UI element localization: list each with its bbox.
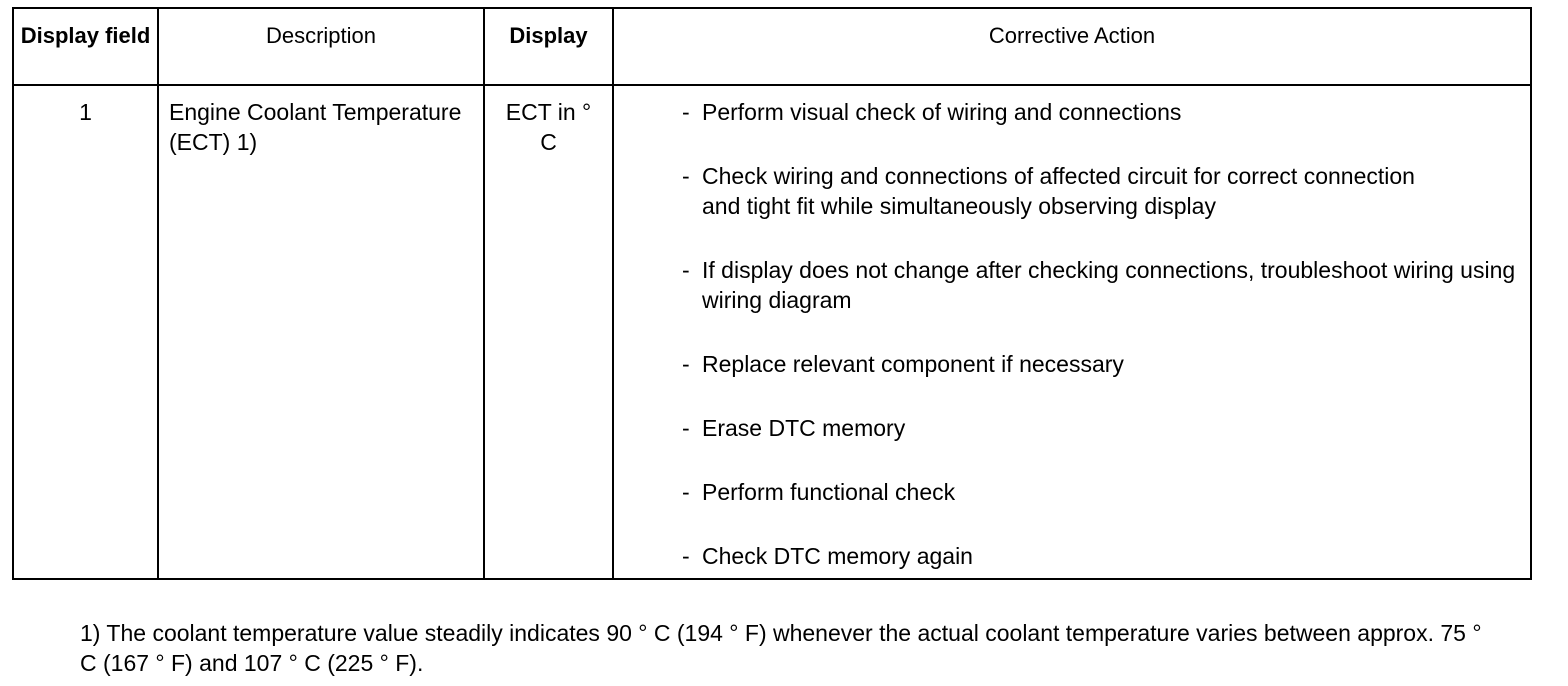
diagnostic-table: Display field Description Display Correc… xyxy=(12,7,1532,580)
action-text: Erase DTC memory xyxy=(702,415,906,441)
action-item: -Check DTC memory again xyxy=(682,541,973,571)
column-divider xyxy=(612,9,614,578)
dash-bullet: - xyxy=(682,479,690,505)
row-display: ECT in ° C xyxy=(505,99,592,155)
action-item: -Erase DTC memory xyxy=(682,413,905,443)
header-display-field: Display field xyxy=(20,23,151,48)
header-divider xyxy=(14,84,1530,86)
action-item: -Check wiring and connections of affecte… xyxy=(682,161,1432,221)
column-divider xyxy=(157,9,159,578)
action-item: -Perform visual check of wiring and conn… xyxy=(682,97,1181,127)
row-display-field: 1 xyxy=(79,99,92,125)
dash-bullet: - xyxy=(682,99,690,125)
action-text: Check DTC memory again xyxy=(702,543,973,569)
dash-bullet: - xyxy=(682,415,690,441)
row-description: Engine Coolant Temperature (ECT) 1) xyxy=(169,99,462,155)
action-item: -Replace relevant component if necessary xyxy=(682,349,1124,379)
action-text: Perform visual check of wiring and conne… xyxy=(702,99,1182,125)
column-divider xyxy=(483,9,485,578)
dash-bullet: - xyxy=(682,543,690,569)
action-text: Check wiring and connections of affected… xyxy=(702,163,1415,219)
dash-bullet: - xyxy=(682,163,690,189)
header-description: Description xyxy=(265,23,377,48)
action-item: -Perform functional check xyxy=(682,477,955,507)
footnote: 1) The coolant temperature value steadil… xyxy=(80,620,1482,676)
action-item: -If display does not change after checki… xyxy=(682,255,1522,315)
header-display: Display xyxy=(509,23,588,48)
dash-bullet: - xyxy=(682,257,690,283)
action-text: Perform functional check xyxy=(702,479,956,505)
action-text: Replace relevant component if necessary xyxy=(702,351,1124,377)
dash-bullet: - xyxy=(682,351,690,377)
action-text: If display does not change after checkin… xyxy=(702,257,1516,313)
header-corrective-action: Corrective Action xyxy=(988,23,1156,48)
